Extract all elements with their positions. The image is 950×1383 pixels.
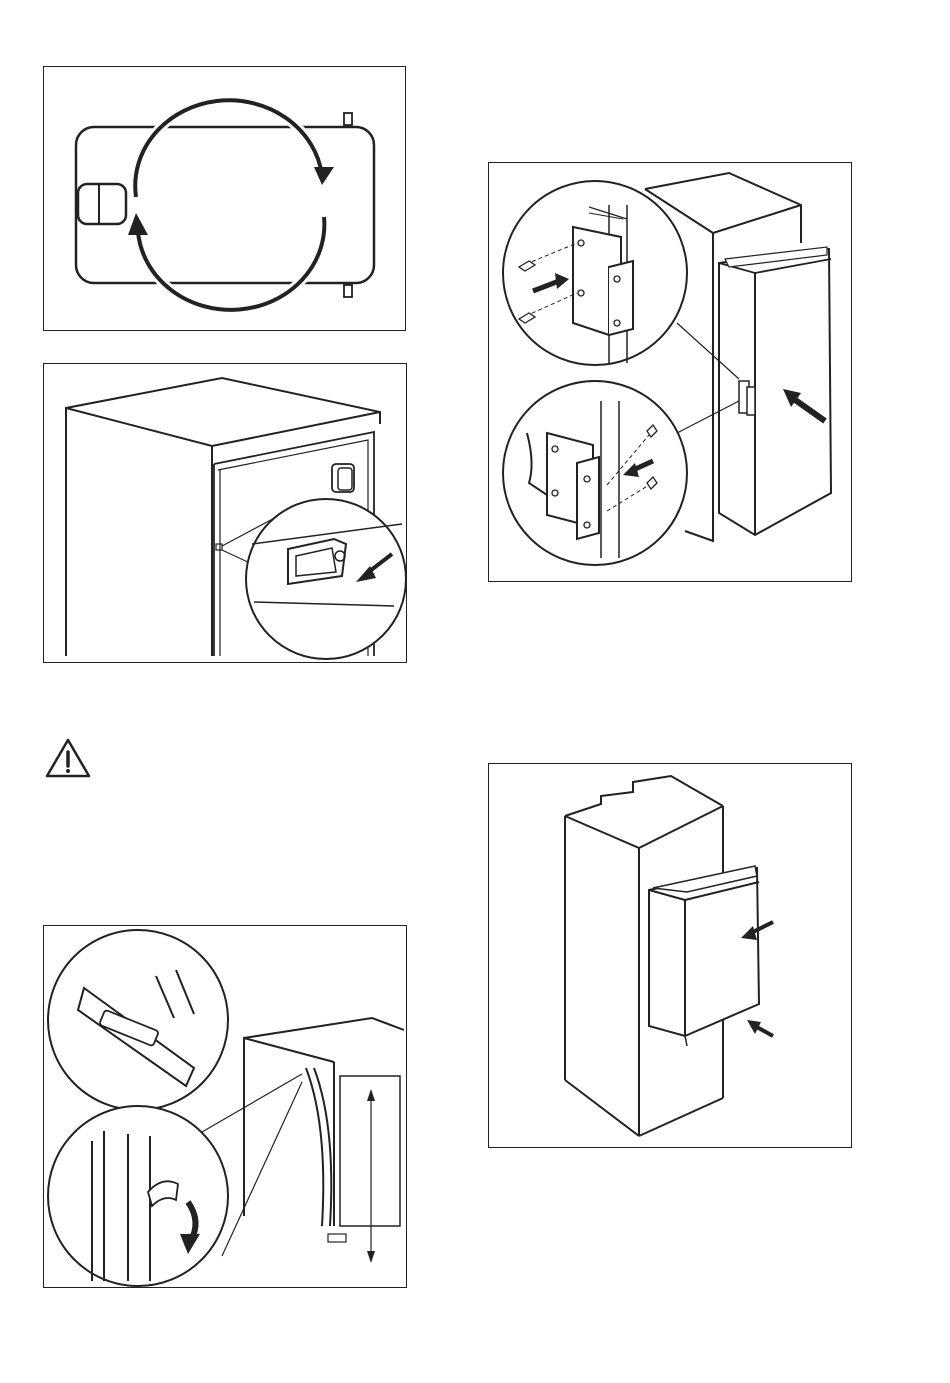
rotation-diagram-drawing (44, 67, 407, 332)
figure-door-mounted (488, 763, 852, 1148)
figure-door-seal-trim (43, 925, 407, 1288)
door-seal-trim-drawing (44, 926, 408, 1289)
door-mounted-drawing (489, 764, 853, 1149)
cabinet-bracket-drawing (44, 364, 408, 664)
door-hinge-drawing (489, 163, 853, 583)
warning-triangle-icon (44, 737, 92, 779)
figure-rotation-diagram (43, 66, 406, 331)
figure-cabinet-bracket (43, 363, 407, 663)
figure-door-hinge (488, 162, 852, 582)
